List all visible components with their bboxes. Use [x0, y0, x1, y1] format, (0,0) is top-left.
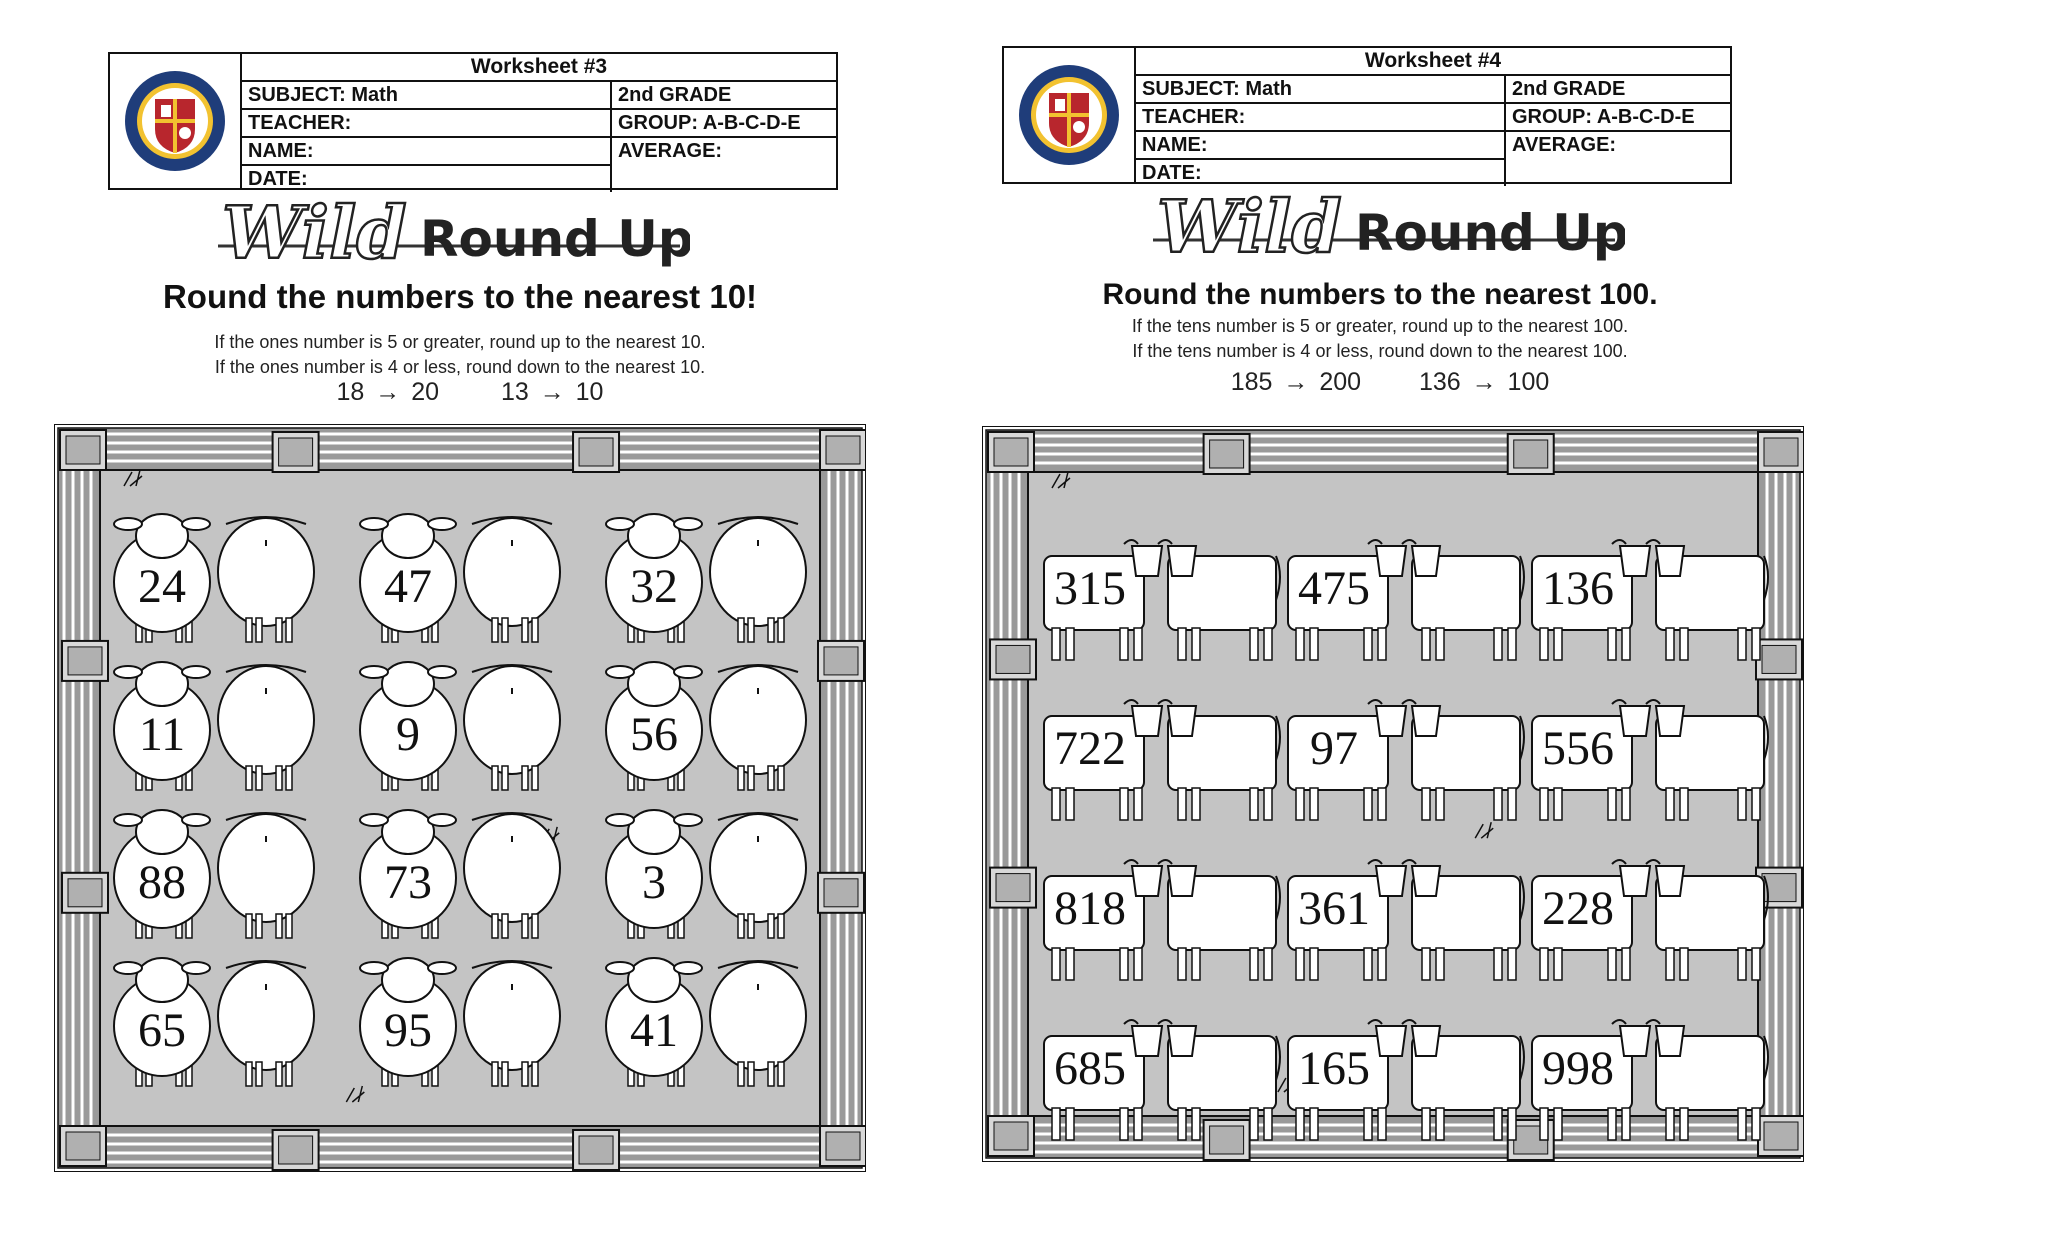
cow-number: 475	[1298, 562, 1370, 615]
examples: 18 → 20 13 → 10	[300, 378, 640, 407]
sheep-number: 95	[384, 1004, 432, 1057]
instruction-heading: Round the numbers to the nearest 100.	[1102, 278, 1658, 311]
cow-pair: 97	[1287, 699, 1525, 821]
sheep-pair: 9	[359, 661, 561, 791]
date-field: DATE:	[248, 168, 308, 190]
worksheet-title: Worksheet #3	[242, 54, 836, 82]
worksheet-3: Worksheet #3 SUBJECT: Math TEACHER: NAME…	[0, 0, 1000, 1243]
sheep-number: 47	[384, 560, 432, 613]
cow-number: 228	[1542, 882, 1614, 935]
sheep-number: 9	[396, 708, 420, 761]
rule-round-up: If the tens number is 5 or greater, roun…	[1131, 316, 1629, 336]
sheep-number: 73	[384, 856, 432, 909]
cow-number: 97	[1310, 722, 1358, 775]
cow-pair: 998	[1531, 1019, 1769, 1141]
rule-round-down: If the ones number is 4 or less, round d…	[214, 357, 706, 377]
cow-number: 818	[1054, 882, 1126, 935]
examples: 185 → 200 136 → 100	[1200, 368, 1580, 397]
cow-number: 998	[1542, 1042, 1614, 1095]
title-word-round-up: Round Up	[420, 210, 690, 268]
sheep-pair: 73	[359, 809, 561, 939]
teacher-field: TEACHER:	[242, 110, 610, 138]
worksheet-4: Worksheet #4 SUBJECT: Math TEACHER: NAME…	[982, 0, 2048, 1243]
sheep-number: 41	[630, 1004, 678, 1057]
worksheet-header: Worksheet #3 SUBJECT: Math TEACHER: NAME…	[108, 52, 838, 192]
subject-field: SUBJECT: Math	[242, 82, 610, 110]
cow-number: 722	[1054, 722, 1126, 775]
worksheet-header: Worksheet #4 SUBJECT: Math TEACHER: NAME…	[1002, 46, 1732, 186]
sheep-number: 11	[139, 708, 185, 761]
sheep-pair: 65	[113, 957, 315, 1087]
cow-pair: 475	[1287, 539, 1525, 661]
cow-pair: 685	[1043, 1019, 1281, 1141]
title-word-round-up: Round Up	[1355, 204, 1625, 262]
cow-number: 556	[1542, 722, 1614, 775]
sheep-pair: 24	[113, 513, 315, 643]
date-field: DATE:	[1142, 162, 1202, 184]
cow-number: 685	[1054, 1042, 1126, 1095]
instruction-heading: Round the numbers to the nearest 10!	[162, 278, 758, 315]
grade-field: 2nd GRADE	[612, 82, 836, 110]
cow-pair: 228	[1531, 859, 1769, 981]
sheep-pair: 95	[359, 957, 561, 1087]
sheep-pair: 56	[605, 661, 807, 791]
cow-pair: 136	[1531, 539, 1769, 661]
name-field: NAME:	[1136, 132, 1504, 160]
sheep-number: 65	[138, 1004, 186, 1057]
sheep-pair: 32	[605, 513, 807, 643]
example-2: 136 → 100	[1418, 368, 1550, 396]
grade-field: 2nd GRADE	[1506, 76, 1730, 104]
group-field: GROUP: A-B-C-D-E	[612, 110, 836, 138]
sheep-number: 3	[642, 856, 666, 909]
sheep-pair: 47	[359, 513, 561, 643]
rounding-rules: If the ones number is 5 or greater, roun…	[140, 330, 780, 380]
average-field: AVERAGE:	[618, 140, 723, 162]
rule-round-down: If the tens number is 4 or less, round d…	[1132, 341, 1628, 361]
school-crest-icon	[1019, 65, 1119, 165]
example-1: 185 → 200	[1230, 368, 1362, 396]
cow-number: 315	[1054, 562, 1126, 615]
sheep-number: 88	[138, 856, 186, 909]
rule-round-up: If the ones number is 5 or greater, roun…	[214, 332, 706, 352]
example-2: 13 → 10	[500, 378, 604, 406]
cow-number: 136	[1542, 562, 1614, 615]
sheep-number: 32	[630, 560, 678, 613]
cow-pen: 315 475 136 722 97 556 818 361 228 685 165 998	[982, 426, 1804, 1162]
sheep-pair: 3	[605, 809, 807, 939]
logo-cell	[110, 54, 242, 188]
teacher-field: TEACHER:	[1136, 104, 1504, 132]
subject-field: SUBJECT: Math	[1136, 76, 1504, 104]
title-word-wild: Wild	[222, 192, 407, 274]
wild-round-up-title: Wild Round Up	[218, 192, 690, 274]
cow-pair: 722	[1043, 699, 1281, 821]
average-field: AVERAGE:	[1512, 134, 1617, 156]
sheep-pair: 11	[113, 661, 315, 791]
wild-round-up-title: Wild Round Up	[1153, 186, 1625, 268]
sheep-pen: 24 47 32 11 9 56 88 73 3 65 95 41	[54, 424, 866, 1172]
name-field: NAME:	[242, 138, 610, 166]
worksheet-title: Worksheet #4	[1136, 48, 1730, 76]
sheep-pair: 88	[113, 809, 315, 939]
example-1: 18 → 20	[336, 378, 440, 406]
rounding-rules: If the tens number is 5 or greater, roun…	[1060, 314, 1700, 364]
cow-number: 165	[1298, 1042, 1370, 1095]
cow-pair: 361	[1287, 859, 1525, 981]
sheep-pair: 41	[605, 957, 807, 1087]
cow-pair: 556	[1531, 699, 1769, 821]
group-field: GROUP: A-B-C-D-E	[1506, 104, 1730, 132]
logo-cell	[1004, 48, 1136, 182]
cow-pair: 165	[1287, 1019, 1525, 1141]
school-crest-icon	[125, 71, 225, 171]
title-word-wild: Wild	[1157, 186, 1342, 268]
sheep-number: 56	[630, 708, 678, 761]
sheep-number: 24	[138, 560, 186, 613]
cow-pair: 818	[1043, 859, 1281, 981]
cow-pair: 315	[1043, 539, 1281, 661]
cow-number: 361	[1298, 882, 1370, 935]
